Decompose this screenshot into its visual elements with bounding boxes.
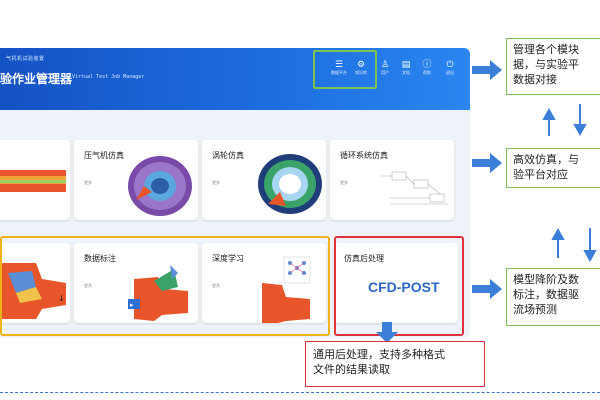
module-card-left-partial[interactable] <box>0 140 70 220</box>
app-subtitle: 气机机试验装置 <box>6 56 45 62</box>
turbine-rotor-image <box>258 154 322 214</box>
info-icon: ⓘ <box>422 60 432 70</box>
knowledge-icon: ⚙ <box>356 60 366 70</box>
compressor-rotor-image <box>128 156 192 216</box>
dashed-divider <box>0 392 600 393</box>
channel-flow-image <box>0 170 66 192</box>
neural-net-image <box>262 256 311 323</box>
arrow-right-icon <box>472 279 502 299</box>
highlight-box-yellow <box>0 236 330 336</box>
module-card-turbine[interactable]: 涡轮仿真 更多 <box>202 140 326 220</box>
svg-text:▸: ▸ <box>130 301 134 309</box>
toolbar-item-info[interactable]: ⓘ 帮助 <box>415 60 439 76</box>
cycle-schematic-image <box>380 171 448 205</box>
toolbar-item-power[interactable]: ⏻ 退出 <box>438 60 462 76</box>
module-card-data-labeling[interactable]: 数据标注 更多 ▸ <box>74 243 198 323</box>
toolbar-item-document[interactable]: ▤ 文档 <box>394 60 418 76</box>
toolbar-highlight-box <box>313 50 377 89</box>
cfd-post-logo-text: CFD-POST <box>368 279 440 295</box>
document-icon: ▤ <box>401 60 411 70</box>
arrow-right-icon <box>472 153 502 173</box>
database-icon: ☰ <box>334 60 344 70</box>
callout-efficient-simulation: 高效仿真，与 验平台对应 <box>506 148 600 188</box>
app-window: 气机机试验装置 验作业管理器 Virtual Test Job Manager … <box>0 48 470 338</box>
svg-text:↓: ↓ <box>58 294 65 303</box>
callout-model-reduction: 模型降阶及数 标注，数据驱 流场预测 <box>506 268 600 326</box>
labeling-field-image: ▸ <box>128 265 188 321</box>
highlight-box-red <box>334 236 464 336</box>
toolbar-item-user[interactable]: ♙ 用户 <box>373 60 397 76</box>
arrow-right-icon <box>472 60 502 80</box>
module-card-cycle-system[interactable]: 循环系统仿真 更多 <box>330 140 454 220</box>
module-card-left-partial-2[interactable]: ↓ <box>0 243 70 323</box>
callout-post-processing: 通用后处理，支持多种格式 文件的结果读取 <box>305 341 485 387</box>
app-header: 气机机试验装置 验作业管理器 Virtual Test Job Manager … <box>0 48 470 110</box>
module-card-compressor[interactable]: 压气机仿真 更多 <box>74 140 198 220</box>
callout-data-management: 管理各个模块 据，与实验平 数据对接 <box>506 38 600 95</box>
power-icon: ⏻ <box>446 60 454 70</box>
toolbar-item-data-platform[interactable]: ☰ 数据平台 <box>327 60 351 76</box>
module-card-deep-learning[interactable]: 深度学习 更多 <box>202 243 326 323</box>
module-card-post-processing[interactable]: 仿真后处理 CFD-POST <box>334 243 458 323</box>
app-title: 验作业管理器 <box>0 72 73 86</box>
pressure-field-image: ↓ <box>2 263 66 319</box>
toolbar-item-knowledge[interactable]: ⚙ 知识库 <box>349 60 373 76</box>
user-icon: ♙ <box>380 60 390 70</box>
app-title-en: Virtual Test Job Manager <box>72 74 145 80</box>
